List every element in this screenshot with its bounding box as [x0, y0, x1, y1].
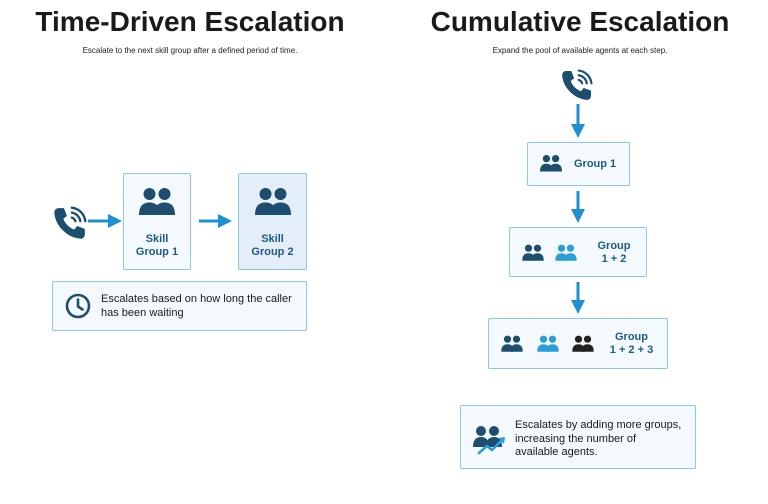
cumulative-note-line1: Escalates by adding more groups,	[515, 419, 682, 431]
phone-ringing-icon	[52, 205, 88, 241]
arrow-down	[571, 191, 585, 223]
group-icon	[501, 335, 523, 353]
group-1-step-box: Group 1	[527, 142, 630, 186]
arrow-right	[199, 214, 232, 228]
time-driven-note-line2: has been waiting	[101, 306, 184, 319]
skill-group-1-box: Skill Group 1	[123, 173, 191, 270]
cumulative-note-line3: available agents.	[515, 446, 598, 458]
arrow-right	[88, 214, 122, 228]
right-subtitle: Expand the pool of available agents at e…	[492, 46, 668, 55]
phone-ringing-icon	[560, 68, 594, 102]
group-1-2-step-label-line1: Group	[597, 240, 631, 252]
group-icon	[522, 244, 544, 262]
group-icon	[555, 244, 577, 262]
skill-group-2-box: Skill Group 2	[238, 173, 307, 270]
skill-group-2-label-line2: Group 2	[251, 246, 294, 258]
left-subtitle: Escalate to the next skill group after a…	[82, 46, 298, 55]
arrow-down	[571, 104, 585, 138]
cumulative-note-line2: increasing the number of	[515, 432, 637, 445]
group-1-step-label: Group 1	[574, 158, 617, 170]
group-1-2-3-step-label-line1: Group	[615, 331, 648, 343]
group-icon	[139, 187, 175, 217]
time-driven-note: Escalates based on how long the caller h…	[52, 281, 307, 331]
group-1-2-3-step-box: Group 1 + 2 + 3	[488, 318, 668, 369]
arrow-down	[571, 282, 585, 314]
left-title: Time-Driven Escalation	[35, 6, 345, 37]
group-icon	[540, 154, 562, 173]
group-icon	[572, 335, 594, 353]
cumulative-note: Escalates by adding more groups, increas…	[460, 405, 696, 469]
group-1-2-step-box: Group 1 + 2	[509, 227, 647, 277]
clock-icon	[65, 293, 91, 319]
skill-group-2-label-line1: Skill	[261, 233, 284, 245]
group-icon	[537, 335, 559, 353]
group-1-2-step-label-line2: 1 + 2	[601, 253, 627, 265]
skill-group-1-label-line2: Group 1	[135, 246, 179, 258]
time-driven-note-line1: Escalates based on how long the caller	[101, 293, 292, 305]
group-growth-icon	[473, 426, 505, 455]
group-1-2-3-step-label-line2: 1 + 2 + 3	[609, 344, 654, 356]
right-title: Cumulative Escalation	[430, 6, 730, 37]
group-icon	[255, 187, 291, 217]
skill-group-1-label-line1: Skill	[145, 233, 169, 245]
